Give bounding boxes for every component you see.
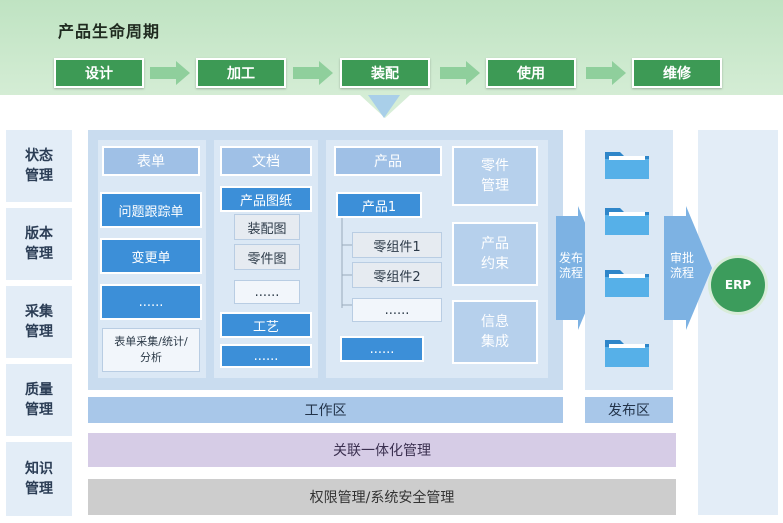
stage-use: 使用: [486, 58, 576, 88]
mgmt-version: 版本 管理: [6, 208, 72, 280]
approve-flow-arrow-icon: [664, 206, 712, 330]
product-constraint: 产品 约束: [452, 222, 538, 286]
mgmt-collection: 采集 管理: [6, 286, 72, 358]
product-more: ......: [340, 336, 424, 362]
folder-icon: [605, 208, 649, 235]
products-header: 产品: [334, 146, 442, 176]
stage-assembly: 装配: [340, 58, 430, 88]
publish-flow-label: 发布 流程: [558, 251, 583, 280]
folder-icon: [605, 152, 649, 179]
form-collect-stats: 表单采集/统计/分析: [102, 328, 200, 372]
doc-assembly-drawing: 装配图: [234, 214, 300, 240]
product-tree-lines: [341, 218, 352, 308]
documents-header: 文档: [220, 146, 312, 176]
doc-more: ......: [234, 280, 300, 304]
mgmt-status: 状态 管理: [6, 130, 72, 202]
mgmt-quality: 质量 管理: [6, 364, 72, 436]
stage-arrow-icon: [150, 61, 190, 85]
form-change: 变更单: [100, 238, 202, 274]
erp-column: [698, 130, 778, 515]
stage-repair: 维修: [632, 58, 722, 88]
folder-icon: [605, 340, 649, 367]
component-2: 零组件2: [352, 262, 442, 288]
publish-area-band: 发布区: [585, 397, 673, 423]
stage-arrow-icon: [293, 61, 333, 85]
form-issue-tracking: 问题跟踪单: [100, 192, 202, 228]
stage-design: 设计: [54, 58, 144, 88]
stage-machining: 加工: [196, 58, 286, 88]
approve-flow-label: 审批 流程: [669, 251, 694, 280]
doc-product-drawing: 产品图纸: [220, 186, 312, 212]
doc-part-drawing: 零件图: [234, 244, 300, 270]
forms-header: 表单: [102, 146, 200, 176]
mgmt-knowledge: 知识 管理: [6, 442, 72, 516]
folder-icon: [605, 270, 649, 297]
lifecycle-title: 产品生命周期: [58, 22, 161, 41]
information-integration: 信息 集成: [452, 300, 538, 364]
erp-badge: ERP: [711, 258, 765, 312]
form-more: ......: [100, 284, 202, 320]
doc-process-more: ......: [220, 344, 312, 368]
product-1: 产品1: [336, 192, 422, 218]
component-1: 零组件1: [352, 232, 442, 258]
stage-arrow-icon: [440, 61, 480, 85]
part-management: 零件 管理: [452, 146, 538, 206]
publish-flow-arrow-icon: [556, 206, 604, 330]
stage-arrow-icon: [586, 61, 626, 85]
doc-process: 工艺: [220, 312, 312, 338]
component-more: ......: [352, 298, 442, 322]
permission-security-band: 权限管理/系统安全管理: [88, 479, 676, 515]
association-management-band: 关联一体化管理: [88, 433, 676, 467]
work-area-band: 工作区: [88, 397, 563, 423]
